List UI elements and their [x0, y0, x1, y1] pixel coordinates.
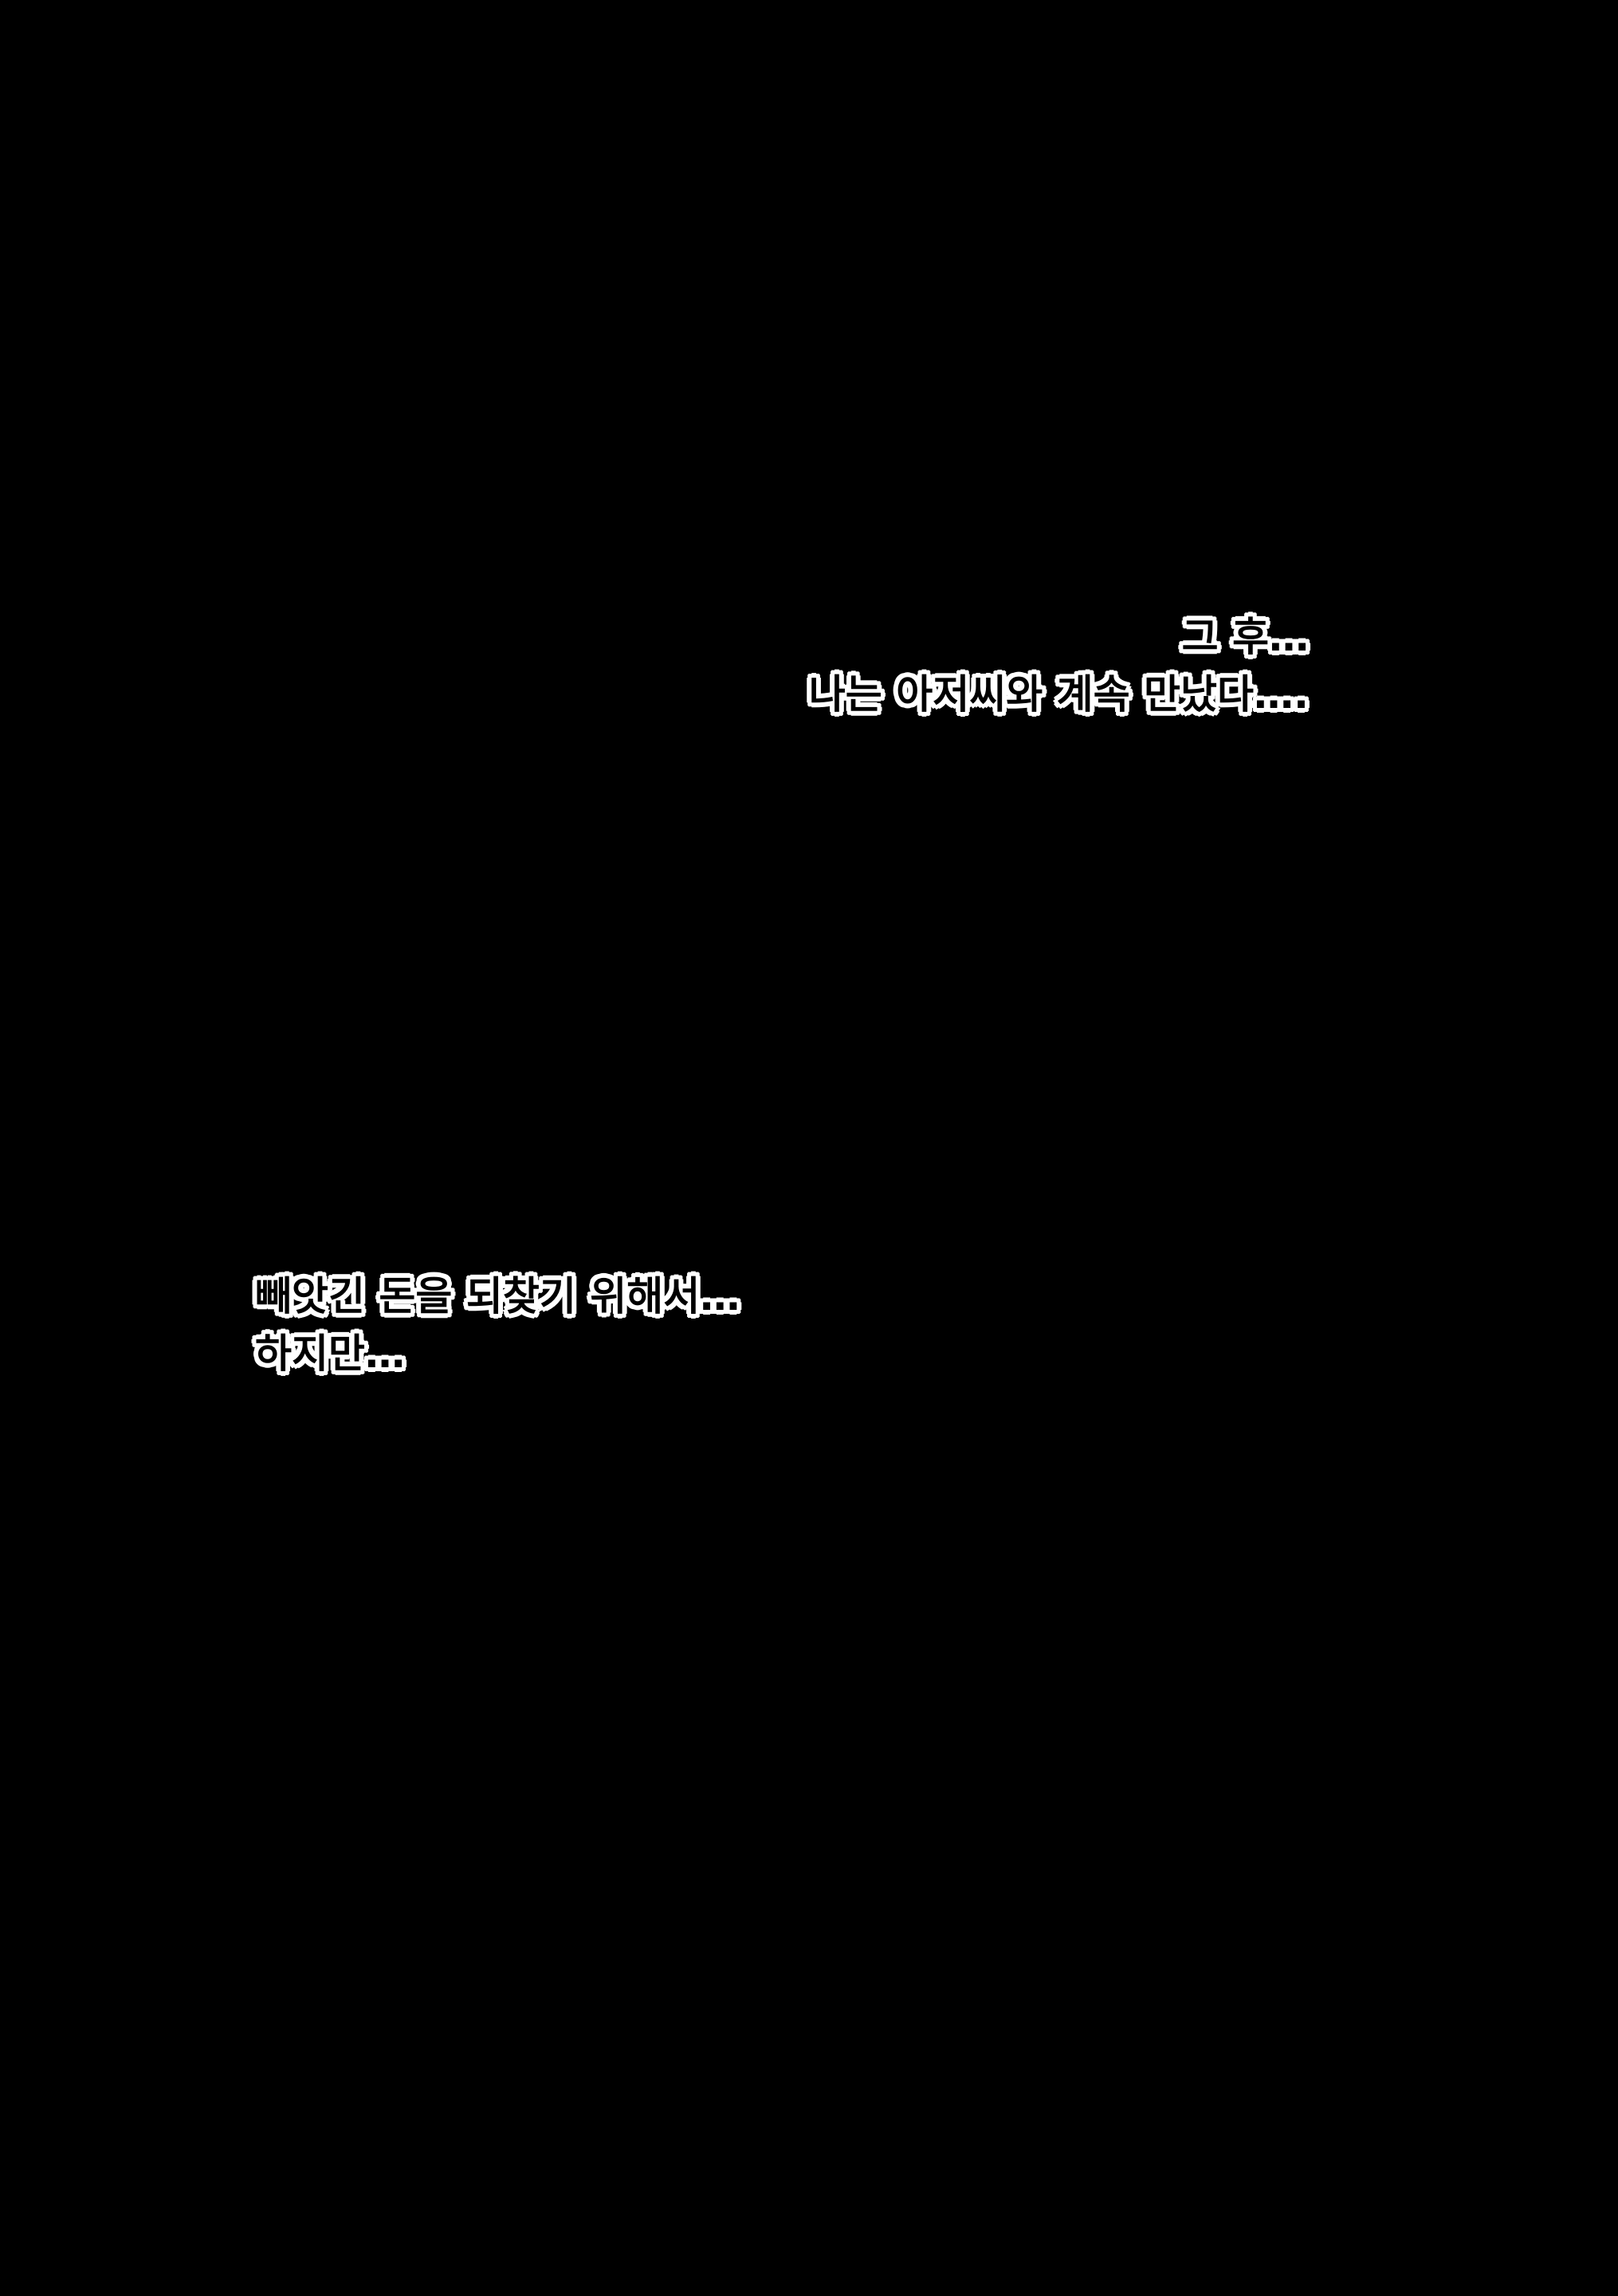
- narration-line: 빼앗긴 돈을 되찾기 위해서…: [255, 1273, 740, 1319]
- narration-line: 하지만…: [255, 1331, 405, 1377]
- narration-line: 그 후…: [1181, 614, 1309, 660]
- narration-caption-bottom: 빼앗긴 돈을 되찾기 위해서… 하지만…: [255, 1268, 740, 1382]
- narration-caption-top: 그 후… 나는 아저씨와 계속 만났다….: [809, 608, 1309, 723]
- narration-line: 나는 아저씨와 계속 만났다….: [808, 671, 1309, 718]
